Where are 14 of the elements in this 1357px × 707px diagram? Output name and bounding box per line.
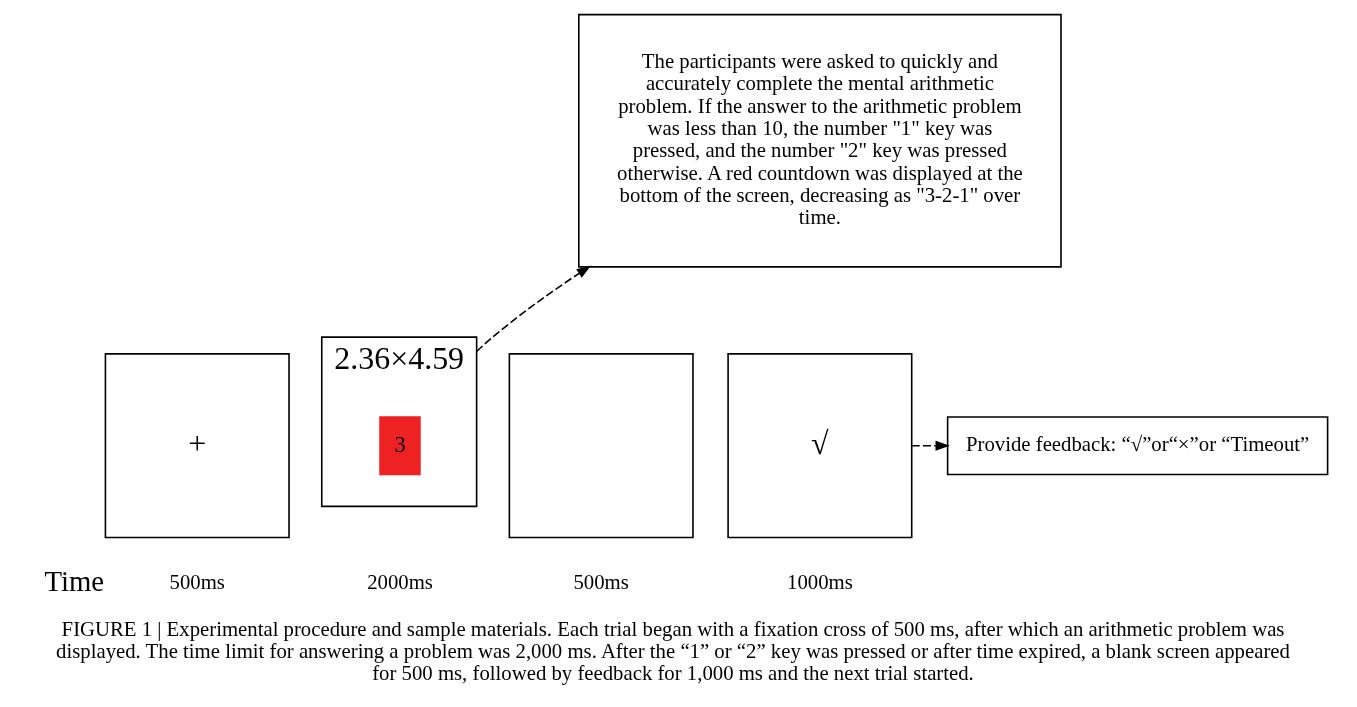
arrow [475,265,591,353]
node-box: 3 [378,416,421,476]
arrow [910,440,950,451]
node-label: 1000ms [786,571,853,594]
node-box: The participants were asked to quickly and accurately complete the mental arithmetic problem. If the answer to the arithmetic problem was less than 10, the number "1" key was pressed, and the number "2" key was pressed otherwise. A red countdown was displayed at the bottom of the screen, decreasing as "3-2-1" over time. [577,13,1062,268]
node-box: √ [726,353,912,539]
caption: FIGURE 1 | Experimental procedure and sample materials. Each trial began with a fixation cross of 500 ms, after which an arithmetic problem was displayed. The time limit for answering a problem was 2,000 ms. After the “1” or “2” key was pressed or after time expired, a blank screen appeared for 500 ms, followed by feedback for 1,000 ms and the next trial started. [55,617,1290,685]
node-box [508,353,694,539]
node-label: 500ms [169,571,225,594]
node-box: + [104,353,290,539]
node-box: Provide feedback: “√”or“×”or “Timeout” [946,416,1328,476]
label: Time [43,564,104,597]
node-label: 500ms [572,571,629,594]
node-label: 2000ms [366,571,433,594]
